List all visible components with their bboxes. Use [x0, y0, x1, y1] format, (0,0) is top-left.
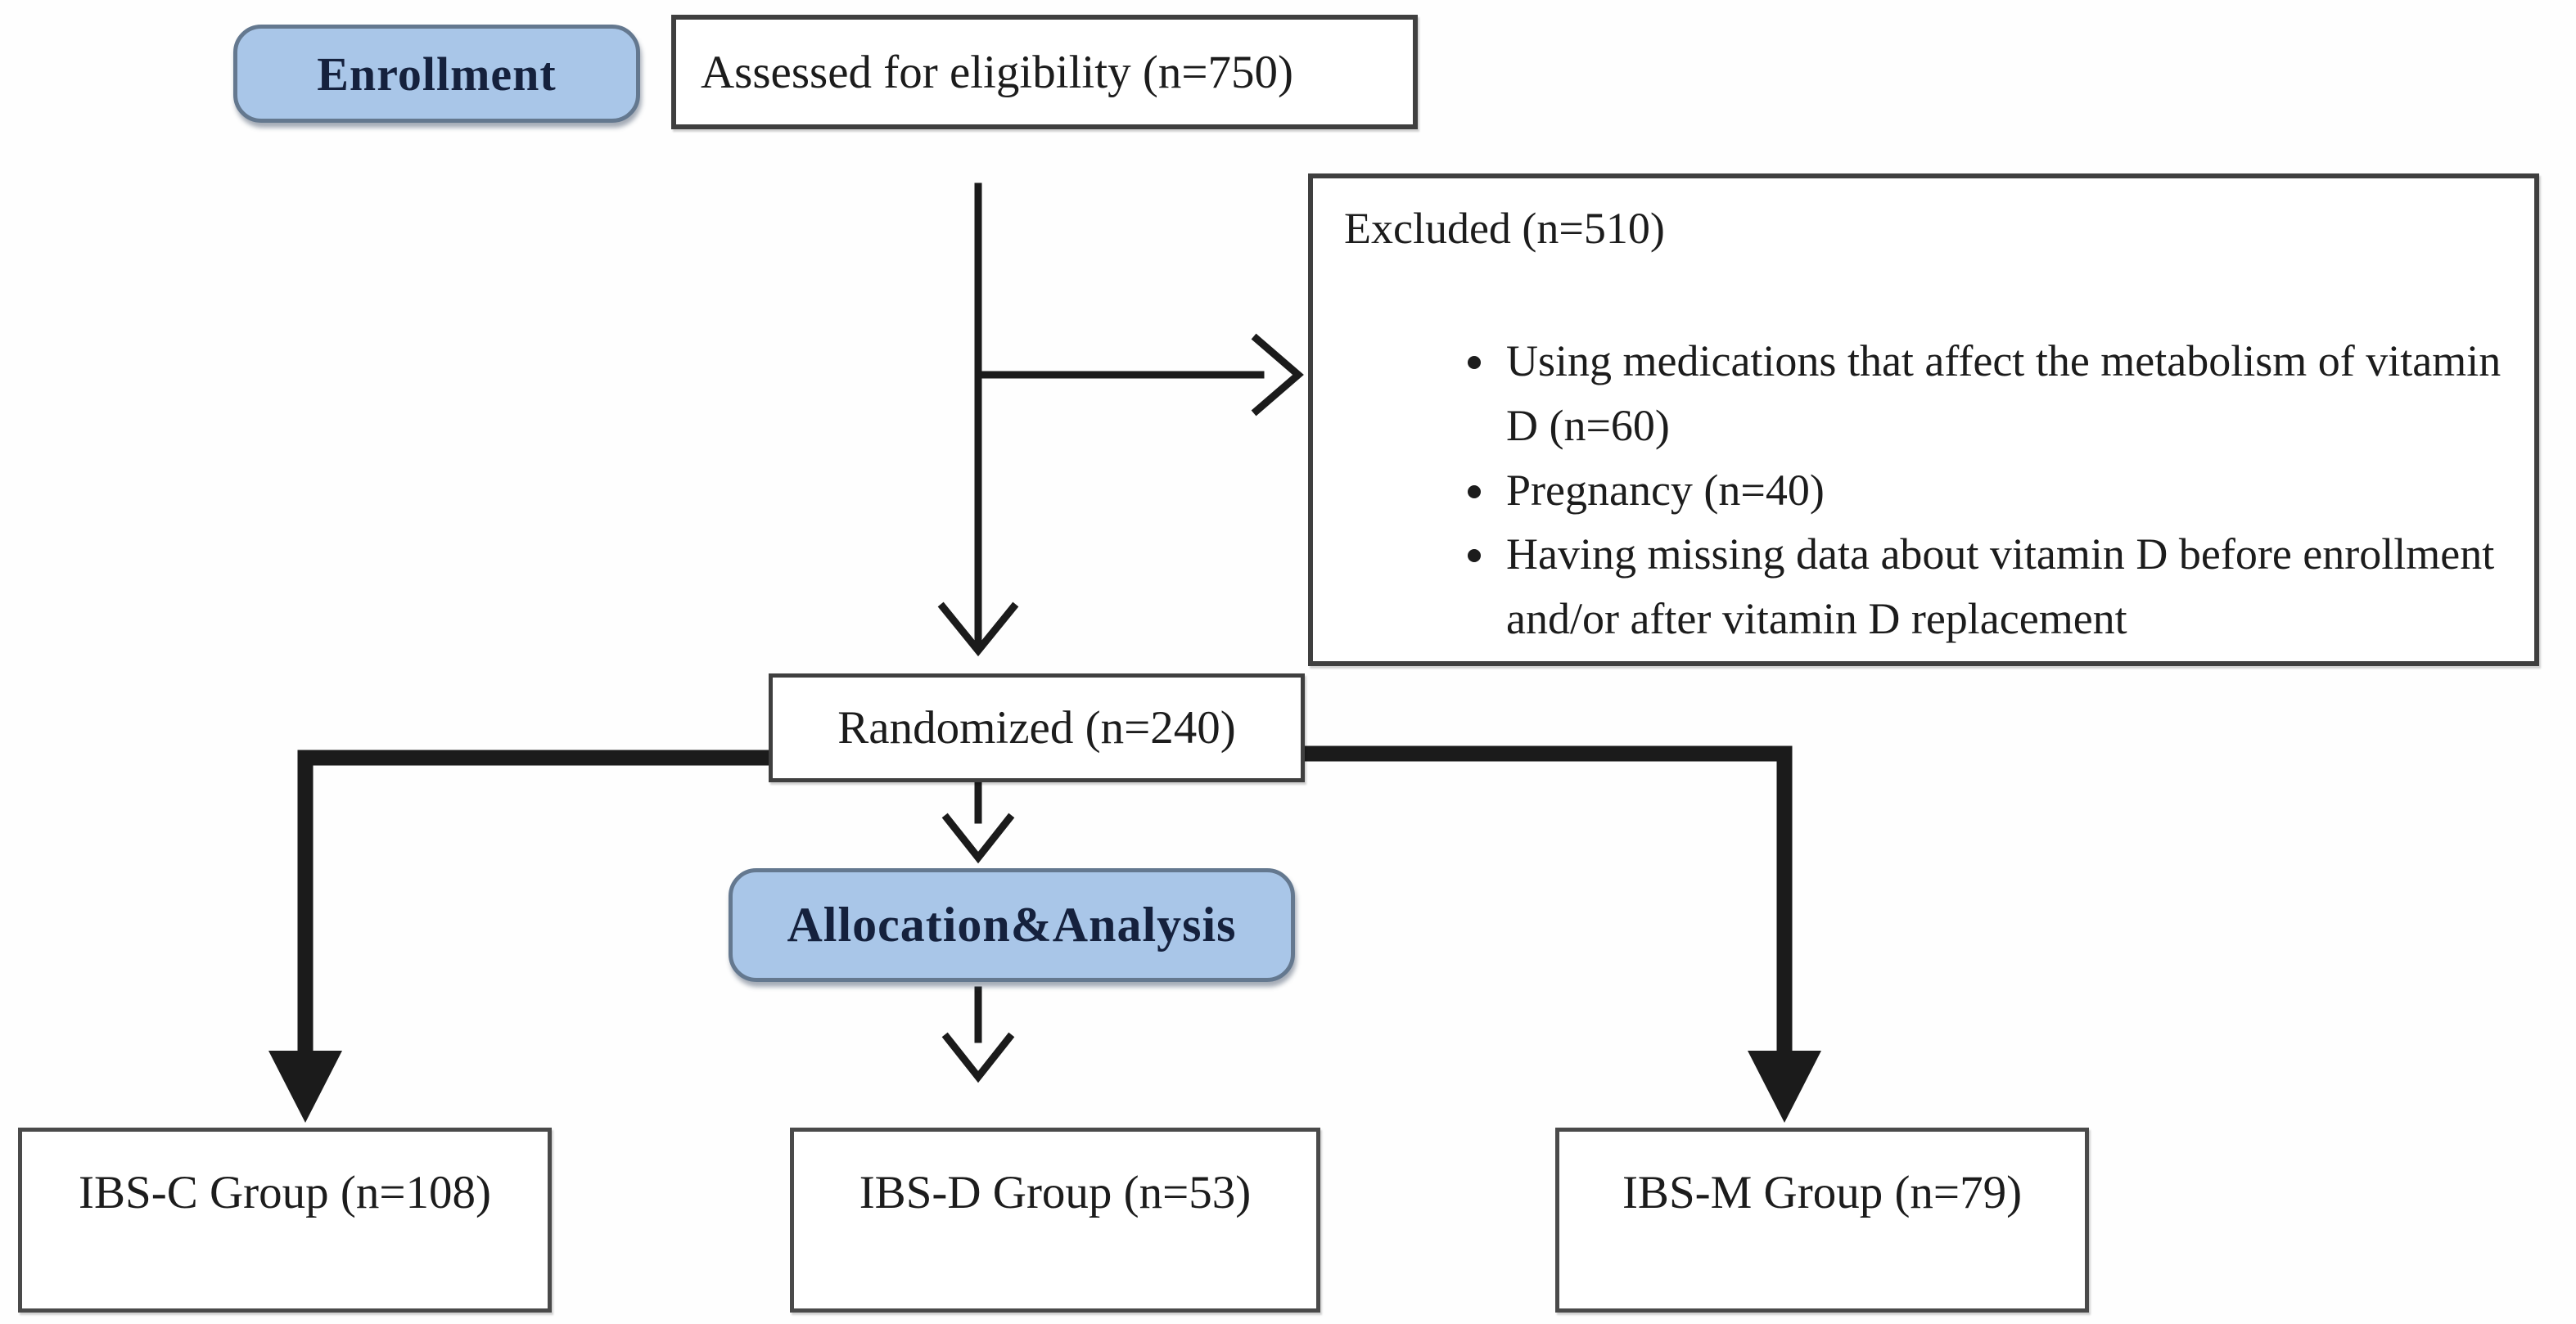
enrollment-stage-label: Enrollment [317, 47, 557, 101]
allocation-to-ibsd-arrow [941, 986, 1015, 1083]
ibs-m-group-label: IBS-M Group (n=79) [1622, 1167, 2023, 1218]
ibs-c-group-box: IBS-C Group (n=108) [18, 1128, 552, 1313]
randomized-to-ibsc-arrow [268, 750, 777, 1123]
allocation-stage-label: Allocation&Analysis [787, 898, 1237, 952]
excluded-reason-item: Using medications that affect the metabo… [1500, 329, 2503, 458]
assessed-label: Assessed for eligibility (n=750) [701, 46, 1293, 98]
ibs-c-group-label: IBS-C Group (n=108) [79, 1167, 491, 1218]
randomized-box: Randomized (n=240) [769, 673, 1305, 782]
randomized-label: Randomized (n=240) [837, 702, 1236, 754]
excluded-reason-item: Having missing data about vitamin D befo… [1500, 522, 2503, 651]
assessed-to-randomized-arrow [937, 182, 1019, 657]
ibs-m-group-box: IBS-M Group (n=79) [1555, 1128, 2089, 1313]
ibs-d-group-label: IBS-D Group (n=53) [859, 1167, 1252, 1218]
excluded-title: Excluded (n=510) [1344, 204, 1665, 253]
allocation-stage-box: Allocation&Analysis [729, 868, 1295, 982]
enrollment-stage-box: Enrollment [233, 25, 640, 123]
excluded-box: Excluded (n=510) Using medications that … [1308, 173, 2539, 666]
randomized-to-ibsm-arrow [1297, 745, 1821, 1123]
ibs-d-group-box: IBS-D Group (n=53) [790, 1128, 1320, 1313]
assessed-box: Assessed for eligibility (n=750) [671, 15, 1418, 129]
excluded-reason-list: Using medications that affect the metabo… [1344, 329, 2503, 651]
randomized-to-allocation-arrow [941, 781, 1015, 864]
branch-to-excluded-arrow [974, 333, 1304, 417]
excluded-reason-item: Pregnancy (n=40) [1500, 458, 2503, 523]
